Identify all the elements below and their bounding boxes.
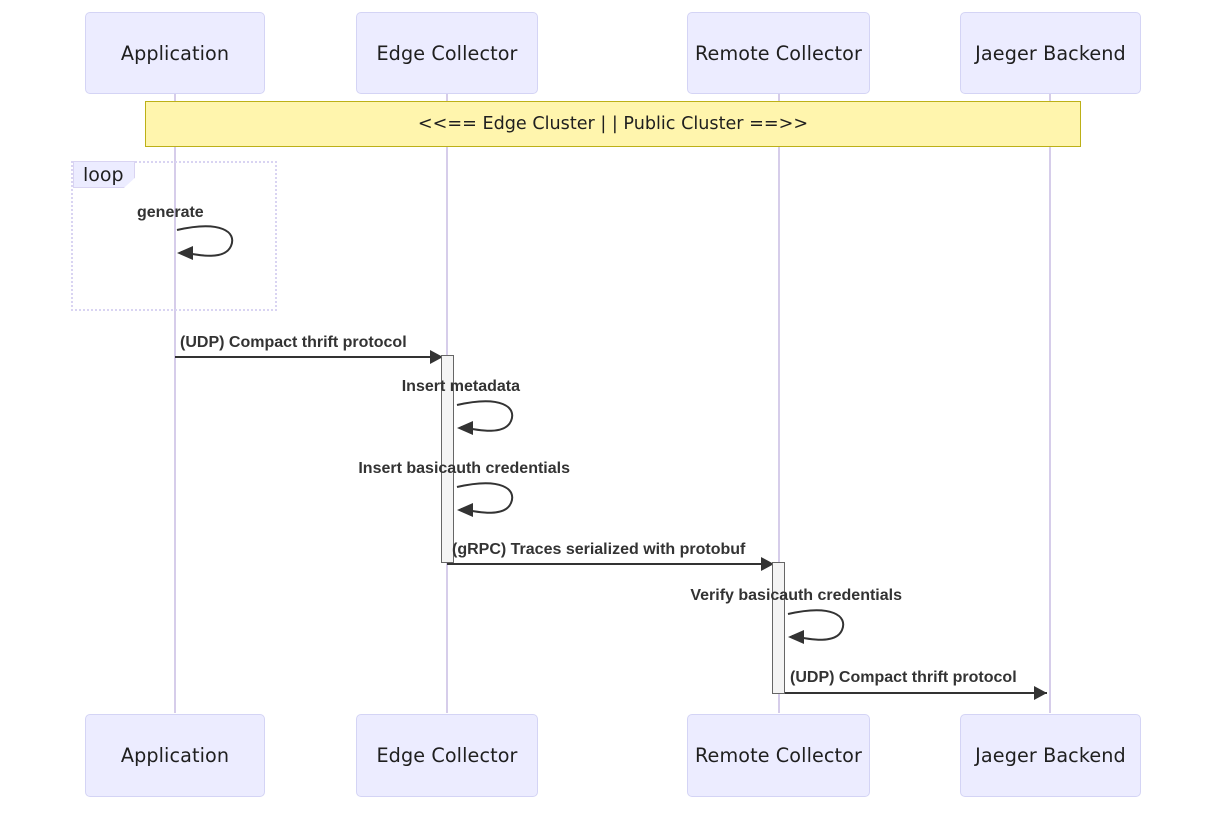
participant-box-jaeger-backend-bottom[interactable]: Jaeger Backend: [960, 714, 1141, 797]
participant-box-application-bottom[interactable]: Application: [85, 714, 265, 797]
message-line-udp-compact-thrift-2: [785, 692, 1047, 694]
message-label-insert-metadata: Insert metadata: [401, 378, 520, 395]
message-label-verify-basicauth-credentials: Verify basicauth credentials: [690, 587, 902, 604]
participant-box-remote-collector-bottom[interactable]: Remote Collector: [687, 714, 870, 797]
self-message-arrow-verify-basicauth-credentials: [787, 609, 845, 644]
lifeline-application: [174, 94, 176, 713]
participant-box-edge-collector-top[interactable]: Edge Collector: [356, 12, 538, 94]
self-message-arrow-insert-basicauth-credentials: [456, 482, 514, 517]
participant-box-edge-collector-bottom[interactable]: Edge Collector: [356, 714, 538, 797]
participant-box-remote-collector-top[interactable]: Remote Collector: [687, 12, 870, 94]
activation-bar-remote-collector: [772, 562, 785, 694]
message-label-insert-basicauth-credentials: Insert basicauth credentials: [358, 460, 570, 477]
lifeline-remote-collector: [778, 94, 780, 713]
lifeline-jaeger-backend: [1049, 94, 1051, 713]
self-message-arrow-insert-metadata: [456, 400, 514, 435]
message-label-udp-compact-thrift-2: (UDP) Compact thrift protocol: [790, 669, 1017, 686]
note-cluster-divider: <<== Edge Cluster | | Public Cluster ==>…: [145, 101, 1081, 147]
message-line-grpc-traces-protobuf: [447, 563, 774, 565]
loop-fragment-frame: [71, 161, 277, 311]
message-arrowhead-udp-compact-thrift-1: [430, 350, 443, 364]
loop-fragment-label: loop: [73, 161, 135, 188]
self-message-arrow-generate: [176, 225, 234, 260]
message-arrowhead-grpc-traces-protobuf: [761, 557, 774, 571]
participant-box-application-top[interactable]: Application: [85, 12, 265, 94]
message-label-generate: generate: [137, 204, 204, 221]
message-label-udp-compact-thrift-1: (UDP) Compact thrift protocol: [180, 334, 407, 351]
message-arrowhead-udp-compact-thrift-2: [1034, 686, 1047, 700]
message-label-grpc-traces-protobuf: (gRPC) Traces serialized with protobuf: [452, 541, 746, 558]
activation-bar-edge-collector: [441, 355, 454, 563]
message-line-udp-compact-thrift-1: [175, 356, 443, 358]
participant-box-jaeger-backend-top[interactable]: Jaeger Backend: [960, 12, 1141, 94]
